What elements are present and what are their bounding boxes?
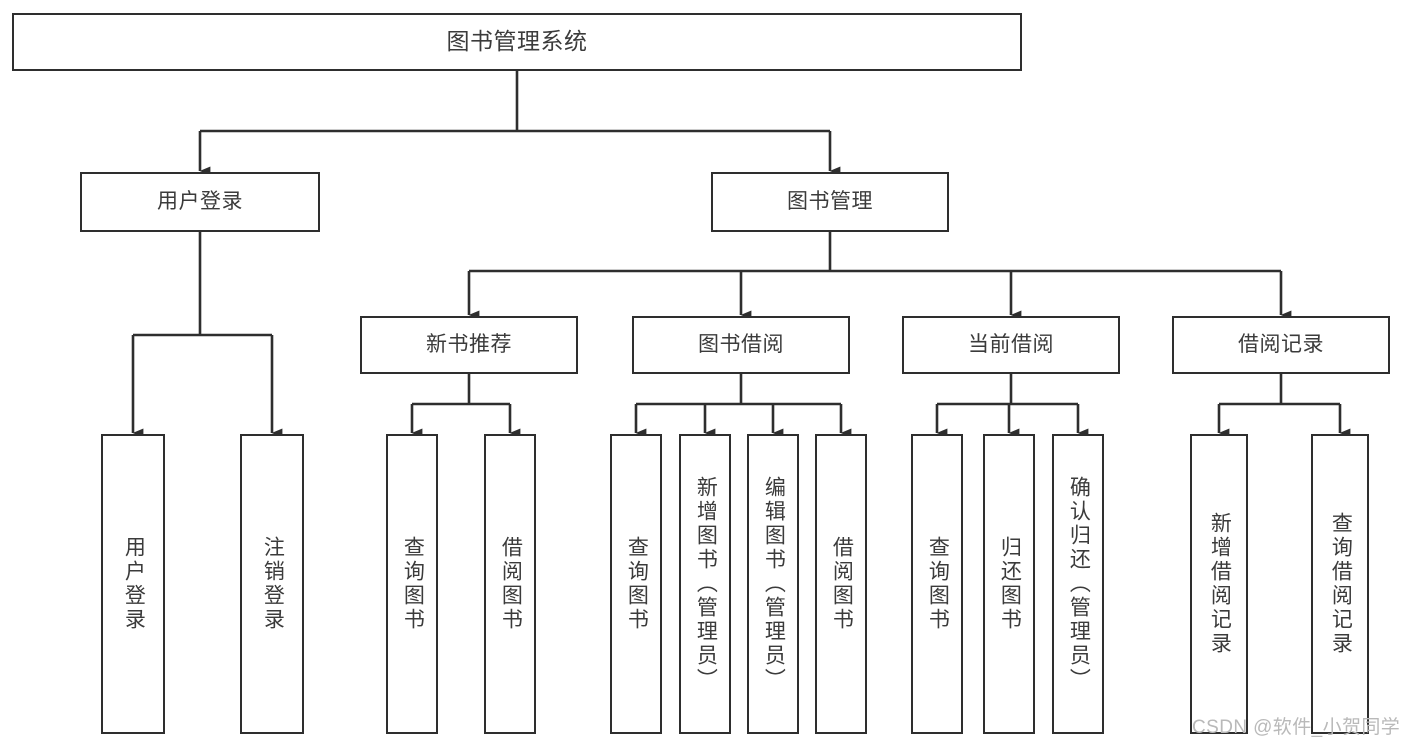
node-leaf-query-book-3[interactable]: 查询图书 — [911, 434, 963, 734]
node-label-leaf-borrow-book-2: 借阅图书 — [830, 536, 854, 632]
node-leaf-edit-book[interactable]: 编辑图书（管理员） — [747, 434, 799, 734]
node-book-manage[interactable]: 图书管理 — [711, 172, 949, 232]
node-label-borrow-record: 借阅记录 — [1238, 332, 1324, 356]
node-label-current-borrow: 当前借阅 — [968, 332, 1054, 356]
node-label-leaf-query-book-2: 查询图书 — [625, 536, 649, 632]
node-leaf-query-record[interactable]: 查询借阅记录 — [1311, 434, 1369, 734]
node-label-leaf-query-book-1: 查询图书 — [401, 536, 425, 632]
node-label-leaf-add-book: 新增图书（管理员） — [694, 476, 718, 692]
node-label-leaf-add-record: 新增借阅记录 — [1208, 512, 1232, 656]
node-leaf-borrow-book-2[interactable]: 借阅图书 — [815, 434, 867, 734]
node-leaf-user-login[interactable]: 用户登录 — [101, 434, 165, 734]
node-leaf-query-book-1[interactable]: 查询图书 — [386, 434, 438, 734]
node-leaf-confirm-return[interactable]: 确认归还（管理员） — [1052, 434, 1104, 734]
node-label-leaf-return-book: 归还图书 — [998, 536, 1022, 632]
node-label-leaf-confirm-return: 确认归还（管理员） — [1067, 476, 1091, 692]
node-borrow-record[interactable]: 借阅记录 — [1172, 316, 1390, 374]
node-label-user-login: 用户登录 — [157, 189, 243, 213]
node-label-leaf-query-book-3: 查询图书 — [926, 536, 950, 632]
node-book-borrow[interactable]: 图书借阅 — [632, 316, 850, 374]
node-current-borrow[interactable]: 当前借阅 — [902, 316, 1120, 374]
node-leaf-query-book-2[interactable]: 查询图书 — [610, 434, 662, 734]
node-leaf-borrow-book-1[interactable]: 借阅图书 — [484, 434, 536, 734]
node-label-book-borrow: 图书借阅 — [698, 332, 784, 356]
node-leaf-add-record[interactable]: 新增借阅记录 — [1190, 434, 1248, 734]
node-label-leaf-borrow-book-1: 借阅图书 — [499, 536, 523, 632]
node-label-new-book-rec: 新书推荐 — [426, 332, 512, 356]
node-leaf-user-logout[interactable]: 注销登录 — [240, 434, 304, 734]
node-label-book-manage: 图书管理 — [787, 189, 873, 213]
node-label-leaf-user-logout: 注销登录 — [261, 536, 285, 632]
node-leaf-return-book[interactable]: 归还图书 — [983, 434, 1035, 734]
node-label-leaf-query-record: 查询借阅记录 — [1329, 512, 1353, 656]
node-user-login[interactable]: 用户登录 — [80, 172, 320, 232]
node-label-leaf-user-login: 用户登录 — [122, 536, 146, 632]
connector-lines — [131, 71, 1351, 438]
node-leaf-add-book[interactable]: 新增图书（管理员） — [679, 434, 731, 734]
node-label-leaf-edit-book: 编辑图书（管理员） — [762, 476, 786, 692]
node-new-book-rec[interactable]: 新书推荐 — [360, 316, 578, 374]
node-root[interactable]: 图书管理系统 — [12, 13, 1022, 71]
node-label-root: 图书管理系统 — [446, 28, 588, 55]
